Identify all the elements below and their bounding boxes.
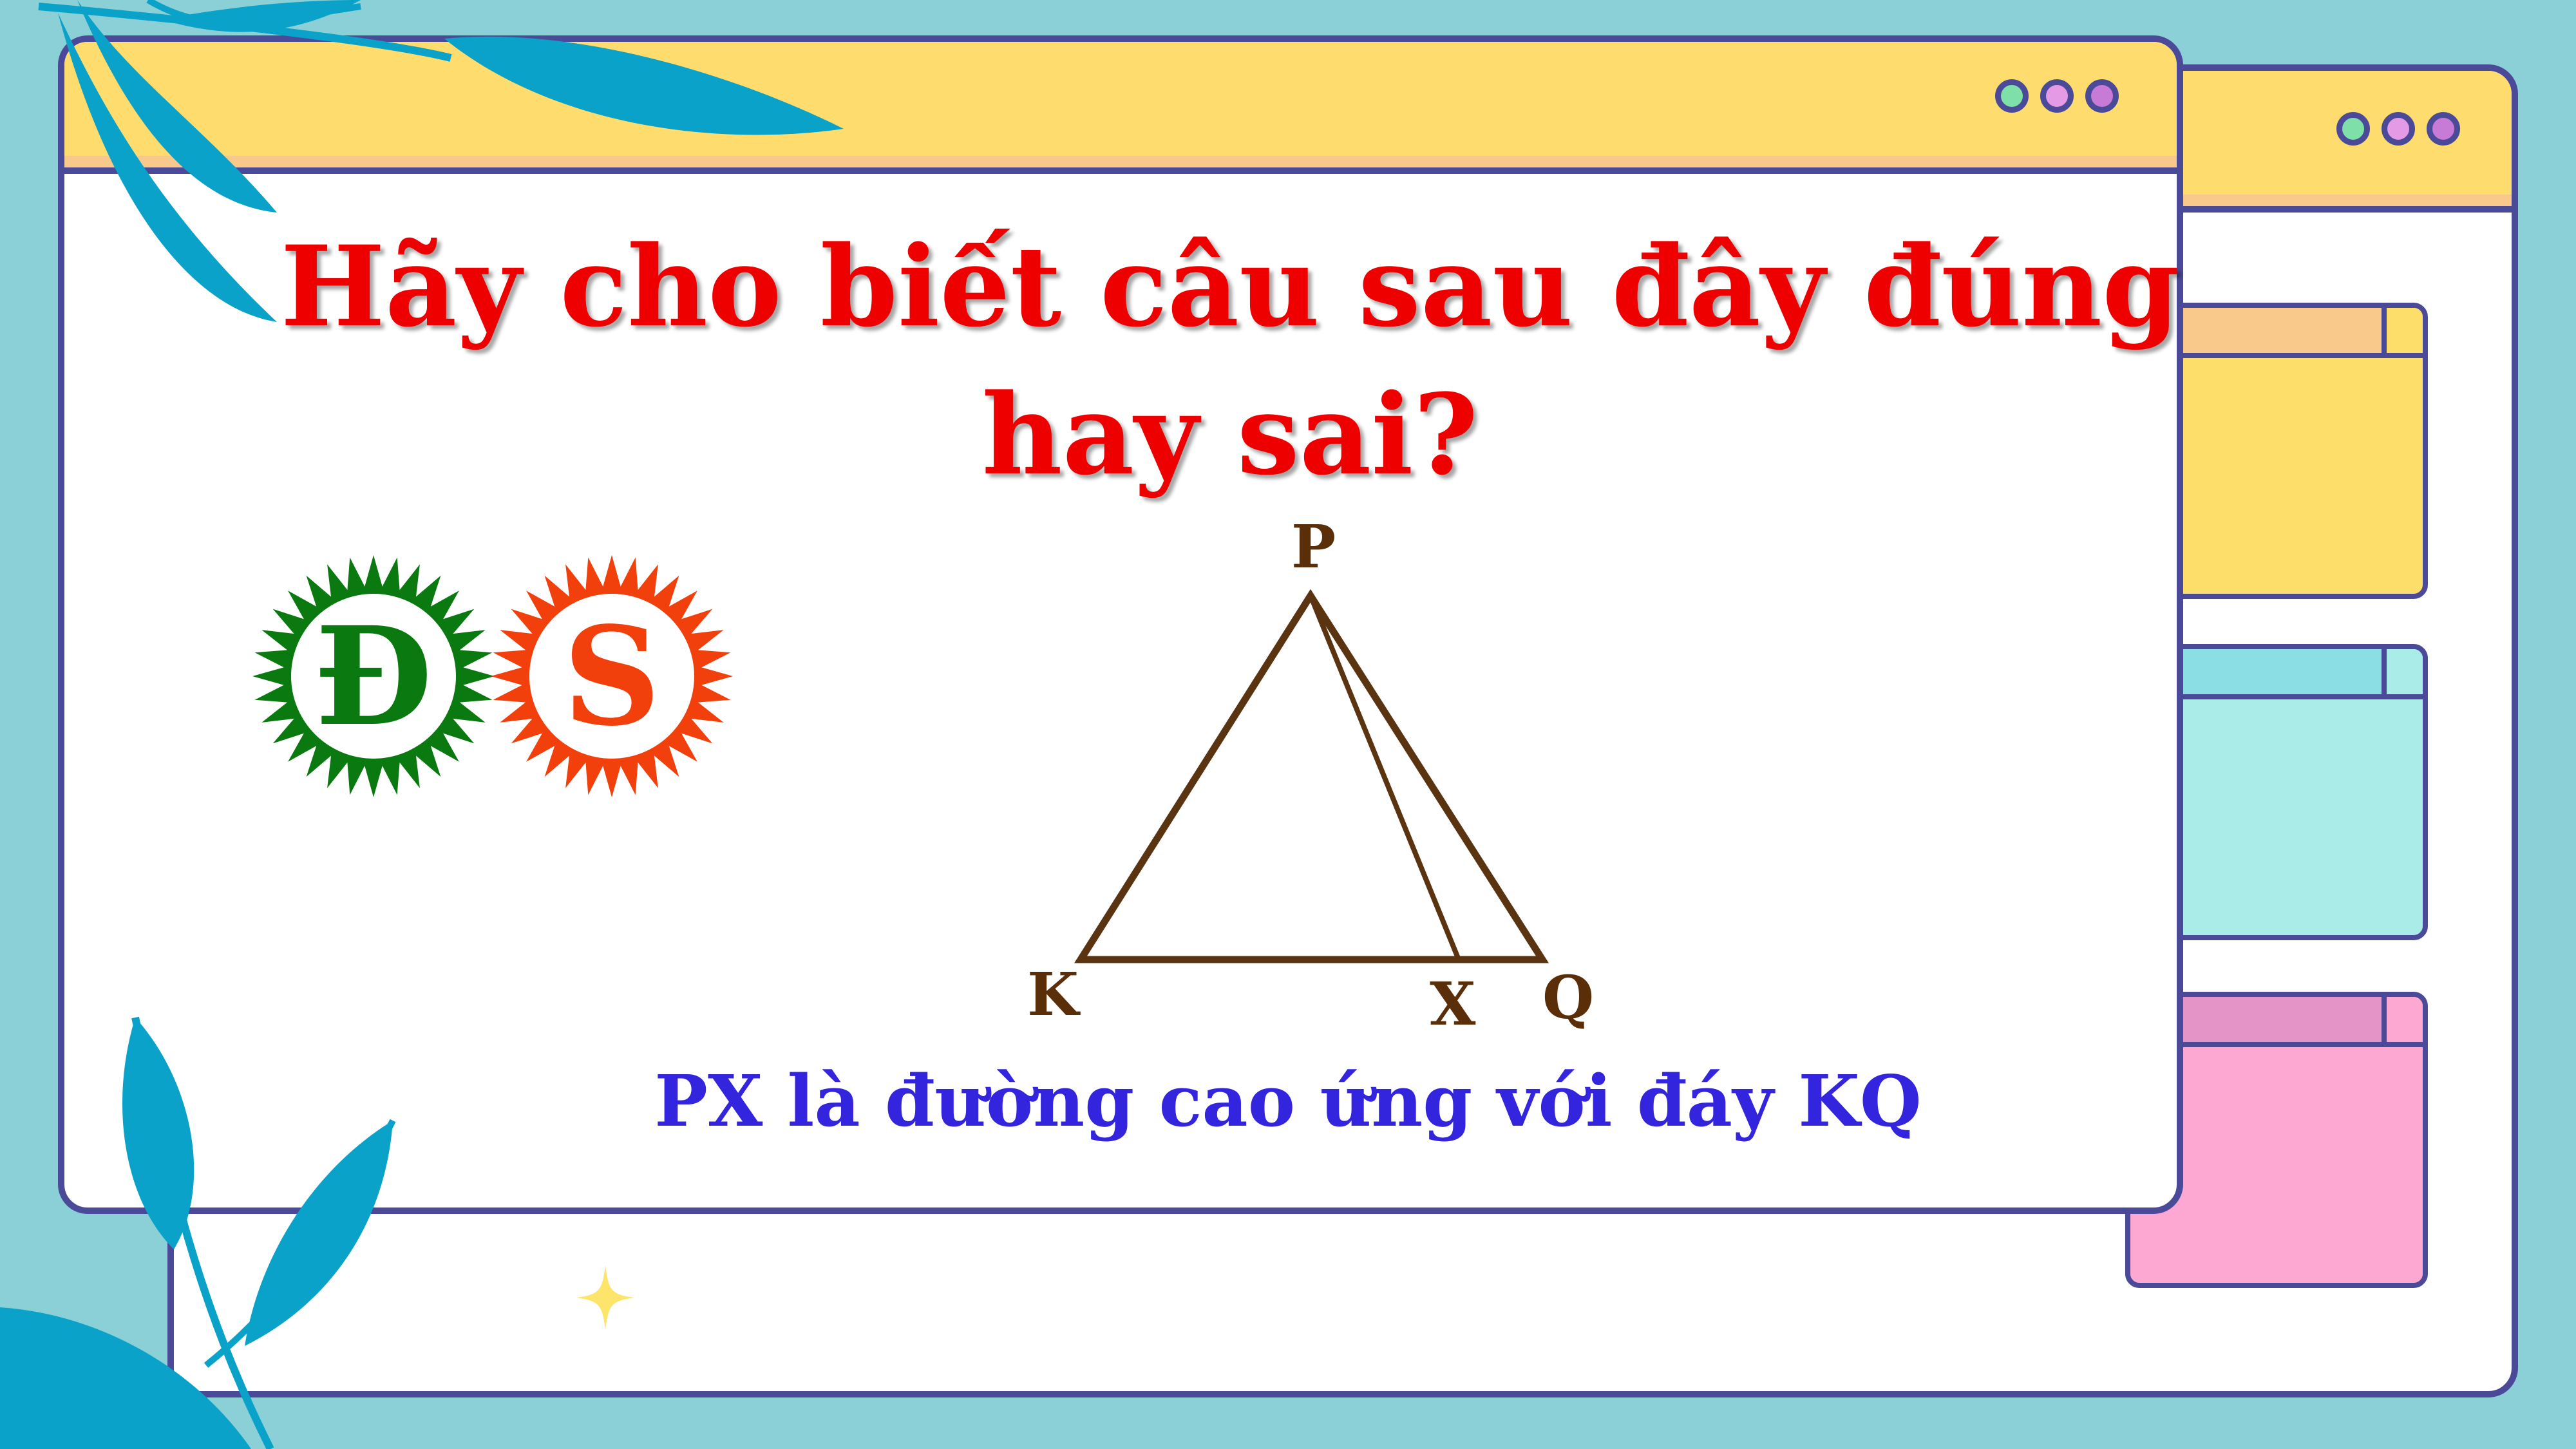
window-dot-purple[interactable] [2427,112,2460,146]
statement-text: PX là đường cao ứng với đáy KQ [654,1059,1922,1142]
triangle-figure [1074,589,1549,963]
window-dot-pink[interactable] [2382,112,2415,146]
main-window-controls [1995,79,2119,113]
window-dot-green[interactable] [2336,112,2370,146]
vertex-label-x: X [1430,969,1476,1039]
orange-starburst-icon [491,555,733,797]
answer-false-button[interactable]: S [489,554,734,799]
window-dot-pink[interactable] [2040,79,2074,113]
triangle-pkq [1074,589,1549,963]
window-dot-purple[interactable] [2085,79,2119,113]
back-window-controls [2336,112,2460,146]
main-window [58,35,2183,1214]
segment-px [1308,594,1461,961]
vertex-label-p: P [1291,512,1336,582]
green-starburst-icon [252,555,495,797]
vertex-label-q: Q [1542,963,1595,1032]
answer-true-button[interactable]: Đ [251,554,496,799]
sparkle-icon [576,1265,634,1330]
vertex-label-k: K [1027,960,1079,1029]
question-title: Hãy cho biết câu sau đây đúng hay sai? [280,221,2180,500]
answer-false-label: S [563,596,661,756]
leaf-decoration-bottom [0,1016,396,1449]
main-window-titlebar [64,42,2177,174]
leaf-decoration-top [38,0,844,322]
window-dot-green[interactable] [1995,79,2029,113]
answer-true-label: Đ [314,596,433,756]
